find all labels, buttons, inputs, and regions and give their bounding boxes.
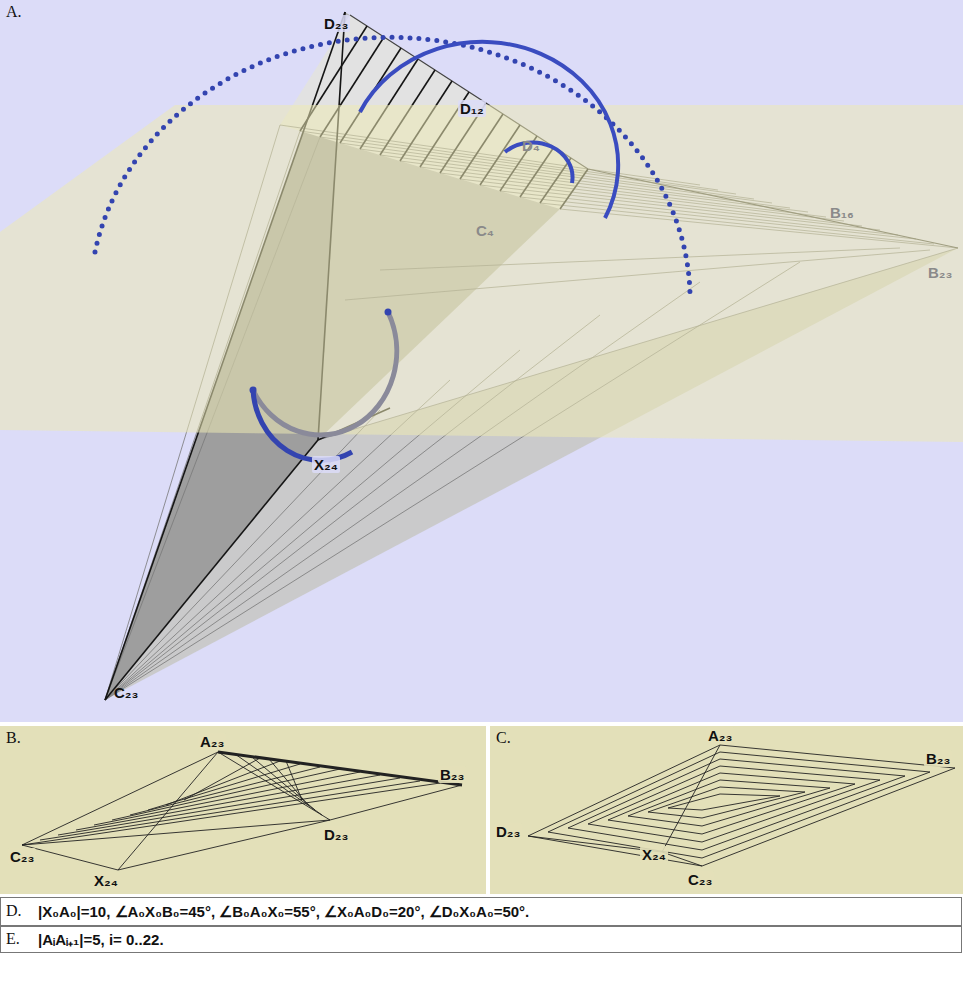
row-frame (1, 927, 962, 953)
rotation-arc (253, 312, 397, 435)
point-label: D₂₃ (494, 823, 522, 840)
point-label: B₁₆ (828, 204, 856, 221)
point-label: A₂₃ (706, 727, 734, 744)
point-label: C₂₃ (8, 848, 36, 865)
rotation-arc (253, 390, 352, 460)
point-label: D₂₃ (322, 15, 350, 32)
plane (0, 105, 963, 442)
panel-b-figure (22, 752, 462, 870)
panel-background (490, 726, 963, 894)
arc-end (250, 387, 257, 394)
panel-letter: C. (494, 729, 513, 746)
point-label: D₁₂ (458, 100, 486, 117)
point-label: X₂₄ (640, 846, 668, 863)
rotation-arc (95, 37, 690, 294)
point-label: C₂₃ (112, 684, 140, 701)
point-label: X₂₄ (92, 872, 120, 889)
point-label: D₄ (520, 137, 542, 154)
point-label: A₂₃ (198, 733, 226, 750)
panel-c-figure (528, 745, 955, 866)
arc-end (385, 309, 392, 316)
point-label: X₂₄ (312, 456, 340, 473)
rotation-arc (360, 42, 618, 218)
point-label: C₂₃ (686, 871, 714, 888)
point-label: B₂₃ (926, 264, 954, 281)
parameter-text: |X₀A₀|=10, ∠A₀X₀B₀=45°, ∠B₀A₀X₀=55°, ∠X₀… (36, 903, 531, 920)
parameter-text: |AᵢAᵢ₊₁|=5, i= 0..22. (36, 931, 166, 948)
point-label: D₂₃ (322, 826, 350, 843)
row-letter: E. (4, 930, 22, 947)
point-label: B₂₃ (438, 766, 466, 783)
panel-letter: A. (4, 3, 24, 20)
row-frame (1, 898, 962, 926)
point-label: B₂₃ (924, 750, 952, 767)
panel-background (0, 726, 486, 894)
point-label: C₄ (474, 222, 496, 239)
row-letter: D. (4, 902, 24, 919)
panel-letter: B. (4, 729, 23, 746)
panel-background (0, 0, 963, 722)
